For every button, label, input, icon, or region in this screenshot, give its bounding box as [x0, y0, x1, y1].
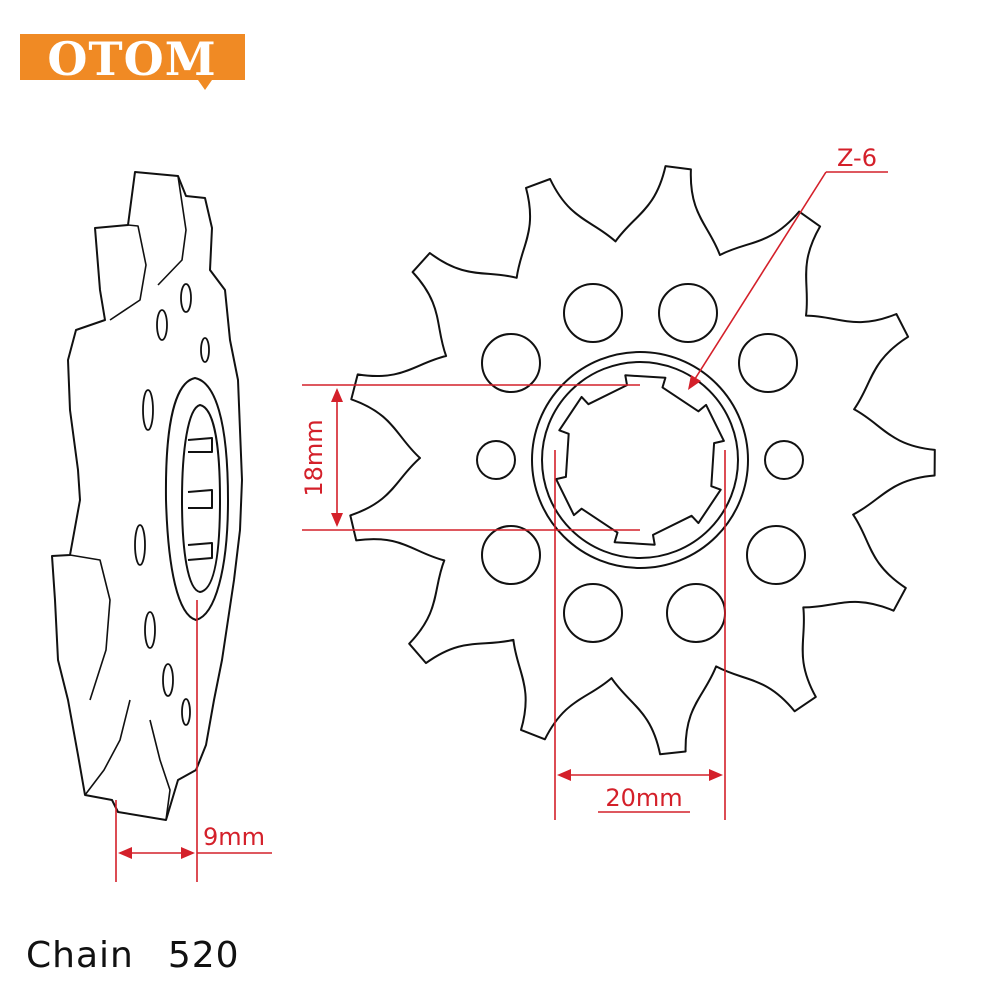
brand-logo: OTOM	[20, 31, 245, 90]
front-splined-bore	[555, 374, 725, 546]
side-spline-1	[187, 437, 213, 453]
sprocket-side-view	[51, 171, 243, 821]
front-lightening-holes	[476, 283, 806, 643]
side-hub-inner	[181, 404, 221, 593]
side-lightening-slots	[134, 283, 210, 726]
spline-count-callout: Z-6	[837, 144, 877, 172]
side-tooth-edges	[69, 175, 187, 821]
chain-size-caption: Chain 520	[26, 935, 240, 976]
dimension-annotations	[115, 171, 888, 882]
brand-logo-text: OTOM	[47, 32, 216, 86]
chain-label: Chain	[26, 935, 134, 976]
sprocket-front-view	[349, 165, 936, 756]
dim-height-label: 18mm	[300, 419, 328, 496]
dim-bore-label: 20mm	[605, 784, 682, 812]
side-spline-3	[187, 542, 213, 561]
side-spline-2	[187, 489, 213, 509]
chain-value: 520	[167, 935, 240, 976]
dim-thickness-label: 9mm	[203, 823, 265, 851]
